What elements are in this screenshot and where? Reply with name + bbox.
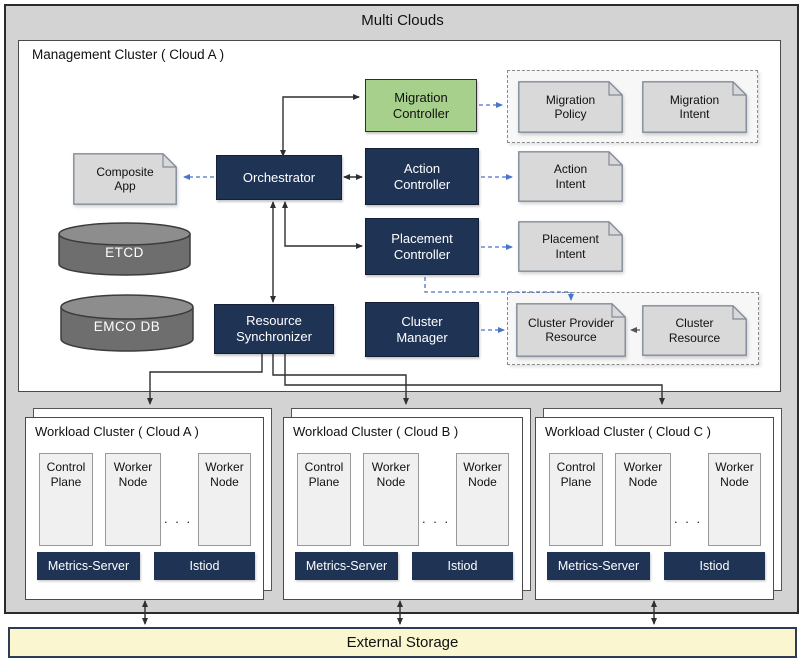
cluster-provider-resource-label: Cluster Provider Resource [527, 315, 615, 344]
node-orchestrator: Orchestrator [216, 155, 342, 200]
metrics-server-label: Metrics-Server [47, 559, 130, 573]
control-plane-box: Control Plane [297, 453, 351, 546]
istiod-box: Istiod [154, 552, 255, 580]
workload-cluster-a: Workload Cluster ( Cloud A ) Control Pla… [25, 417, 264, 600]
document-shape-icon [642, 81, 747, 133]
external-storage-bar: External Storage [8, 627, 797, 658]
metrics-server-label: Metrics-Server [557, 559, 640, 573]
document-shape-icon [516, 303, 626, 357]
doc-cluster-provider-resource: Cluster Provider Resource [516, 303, 626, 357]
metrics-server-label: Metrics-Server [305, 559, 388, 573]
istiod-box: Istiod [664, 552, 765, 580]
orchestrator-label: Orchestrator [242, 169, 316, 185]
control-plane-label: Control Plane [304, 460, 344, 489]
document-shape-icon [518, 81, 623, 133]
placement-intent-label: Placement Intent [542, 232, 599, 261]
worker-node-box: Worker Node [615, 453, 671, 546]
management-cluster-title: Management Cluster ( Cloud A ) [32, 47, 225, 62]
composite-app-label: Composite App [96, 164, 154, 193]
control-plane-label: Control Plane [556, 460, 596, 489]
placement-controller-label: Placement Controller [391, 230, 453, 262]
worker-node-box: Worker Node [105, 453, 161, 546]
control-plane-box: Control Plane [549, 453, 603, 546]
node-resource-synchronizer: Resource Synchronizer [214, 304, 334, 354]
migration-policy-label: Migration Policy [545, 92, 596, 121]
document-shape-icon [73, 153, 177, 205]
metrics-server-box: Metrics-Server [37, 552, 140, 580]
database-cylinder-icon [58, 222, 191, 276]
istiod-label: Istiod [447, 559, 478, 573]
migration-controller-label: Migration Controller [392, 89, 450, 121]
node-cluster-manager: Cluster Manager [365, 302, 479, 357]
worker-node-box: Worker Node [708, 453, 761, 546]
control-plane-box: Control Plane [39, 453, 93, 546]
emco-db-database: EMCO DB [60, 294, 194, 353]
document-shape-icon [642, 305, 747, 356]
action-intent-label: Action Intent [553, 162, 588, 191]
metrics-server-box: Metrics-Server [547, 552, 650, 580]
worker-node-label: Worker Node [371, 460, 411, 489]
doc-migration-policy: Migration Policy [518, 81, 623, 133]
metrics-server-box: Metrics-Server [295, 552, 398, 580]
etcd-label: ETCD [105, 244, 144, 260]
cluster-resource-label: Cluster Resource [668, 316, 721, 345]
workload-cluster-b: Workload Cluster ( Cloud B ) Control Pla… [283, 417, 523, 600]
doc-cluster-resource: Cluster Resource [642, 305, 747, 356]
control-plane-label: Control Plane [46, 460, 86, 489]
database-cylinder-icon [60, 294, 194, 352]
worker-node-box: Worker Node [198, 453, 251, 546]
worker-node-label: Worker Node [205, 460, 244, 489]
workload-cluster-a-title: Workload Cluster ( Cloud A ) [35, 424, 199, 439]
worker-node-box: Worker Node [456, 453, 509, 546]
external-storage-label: External Storage [346, 634, 459, 651]
doc-composite-app: Composite App [73, 153, 177, 205]
ellipsis: . . . [674, 511, 703, 526]
worker-node-label: Worker Node [715, 460, 754, 489]
node-action-controller: Action Controller [365, 148, 479, 205]
cluster-manager-label: Cluster Manager [396, 313, 448, 345]
resource-synchronizer-label: Resource Synchronizer [236, 313, 312, 344]
multi-clouds-title: Multi Clouds [361, 12, 444, 29]
document-shape-icon [518, 221, 623, 272]
action-controller-label: Action Controller [393, 160, 451, 192]
istiod-label: Istiod [189, 559, 220, 573]
worker-node-label: Worker Node [623, 460, 663, 489]
etcd-database: ETCD [58, 222, 191, 276]
node-placement-controller: Placement Controller [365, 218, 479, 275]
istiod-label: Istiod [699, 559, 730, 573]
worker-node-label: Worker Node [113, 460, 153, 489]
doc-action-intent: Action Intent [518, 151, 623, 202]
doc-placement-intent: Placement Intent [518, 221, 623, 272]
istiod-box: Istiod [412, 552, 513, 580]
ellipsis: . . . [422, 511, 451, 526]
worker-node-box: Worker Node [363, 453, 419, 546]
workload-cluster-c: Workload Cluster ( Cloud C ) Control Pla… [535, 417, 774, 600]
node-migration-controller: Migration Controller [365, 79, 477, 132]
ellipsis: . . . [164, 511, 193, 526]
workload-cluster-c-title: Workload Cluster ( Cloud C ) [545, 424, 711, 439]
emco-db-label: EMCO DB [93, 319, 161, 334]
document-shape-icon [518, 151, 623, 202]
worker-node-label: Worker Node [463, 460, 502, 489]
migration-intent-label: Migration Intent [669, 92, 720, 121]
workload-cluster-b-title: Workload Cluster ( Cloud B ) [293, 424, 459, 439]
doc-migration-intent: Migration Intent [642, 81, 747, 133]
